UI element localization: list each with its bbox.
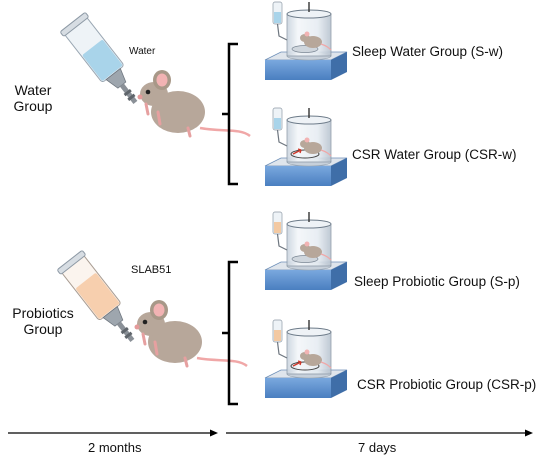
mouse-icon bbox=[137, 70, 251, 138]
probiotic-group-label: Probiotics Group bbox=[2, 305, 84, 337]
probiotic-group-label-line1: Probiotics bbox=[12, 305, 74, 321]
sleep-chamber-icon bbox=[264, 1, 348, 80]
timeline bbox=[8, 429, 533, 437]
outcome-label-csr-w: CSR Water Group (CSR-w) bbox=[352, 147, 517, 162]
arrow-icon bbox=[8, 429, 218, 437]
bracket-icon bbox=[222, 42, 238, 186]
syringe-bottle-icon bbox=[60, 12, 138, 104]
outcome-label-s-w: Sleep Water Group (S-w) bbox=[352, 44, 504, 59]
probiotic-group-label-line2: Group bbox=[23, 321, 63, 338]
bracket-icon bbox=[222, 260, 238, 406]
syringe-bottle-icon bbox=[57, 250, 135, 342]
probiotic-feeding-illustration bbox=[57, 250, 248, 368]
outcome-label-csr-p: CSR Probiotic Group (CSR-p) bbox=[357, 377, 537, 392]
sleep-chamber-icon bbox=[264, 211, 348, 290]
probiotic-bottle-label: SLAB51 bbox=[131, 264, 172, 276]
timeline-label-phase2: 7 days bbox=[358, 440, 397, 455]
arrow-icon bbox=[226, 429, 533, 437]
outcome-label-s-p: Sleep Probiotic Group (S-p) bbox=[354, 274, 520, 289]
mouse-icon bbox=[134, 300, 248, 368]
sleep-chamber-icon bbox=[264, 319, 348, 398]
timeline-label-phase1: 2 months bbox=[88, 440, 142, 455]
water-bottle-label: Water bbox=[129, 46, 156, 57]
water-group-label-line2: Group bbox=[13, 98, 53, 115]
water-group-label-line1: Water bbox=[14, 82, 52, 98]
chambers-layer bbox=[264, 1, 348, 398]
sleep-chamber-icon bbox=[264, 107, 348, 186]
water-group-label: Water Group bbox=[4, 82, 62, 114]
water-feeding-illustration bbox=[60, 12, 251, 138]
